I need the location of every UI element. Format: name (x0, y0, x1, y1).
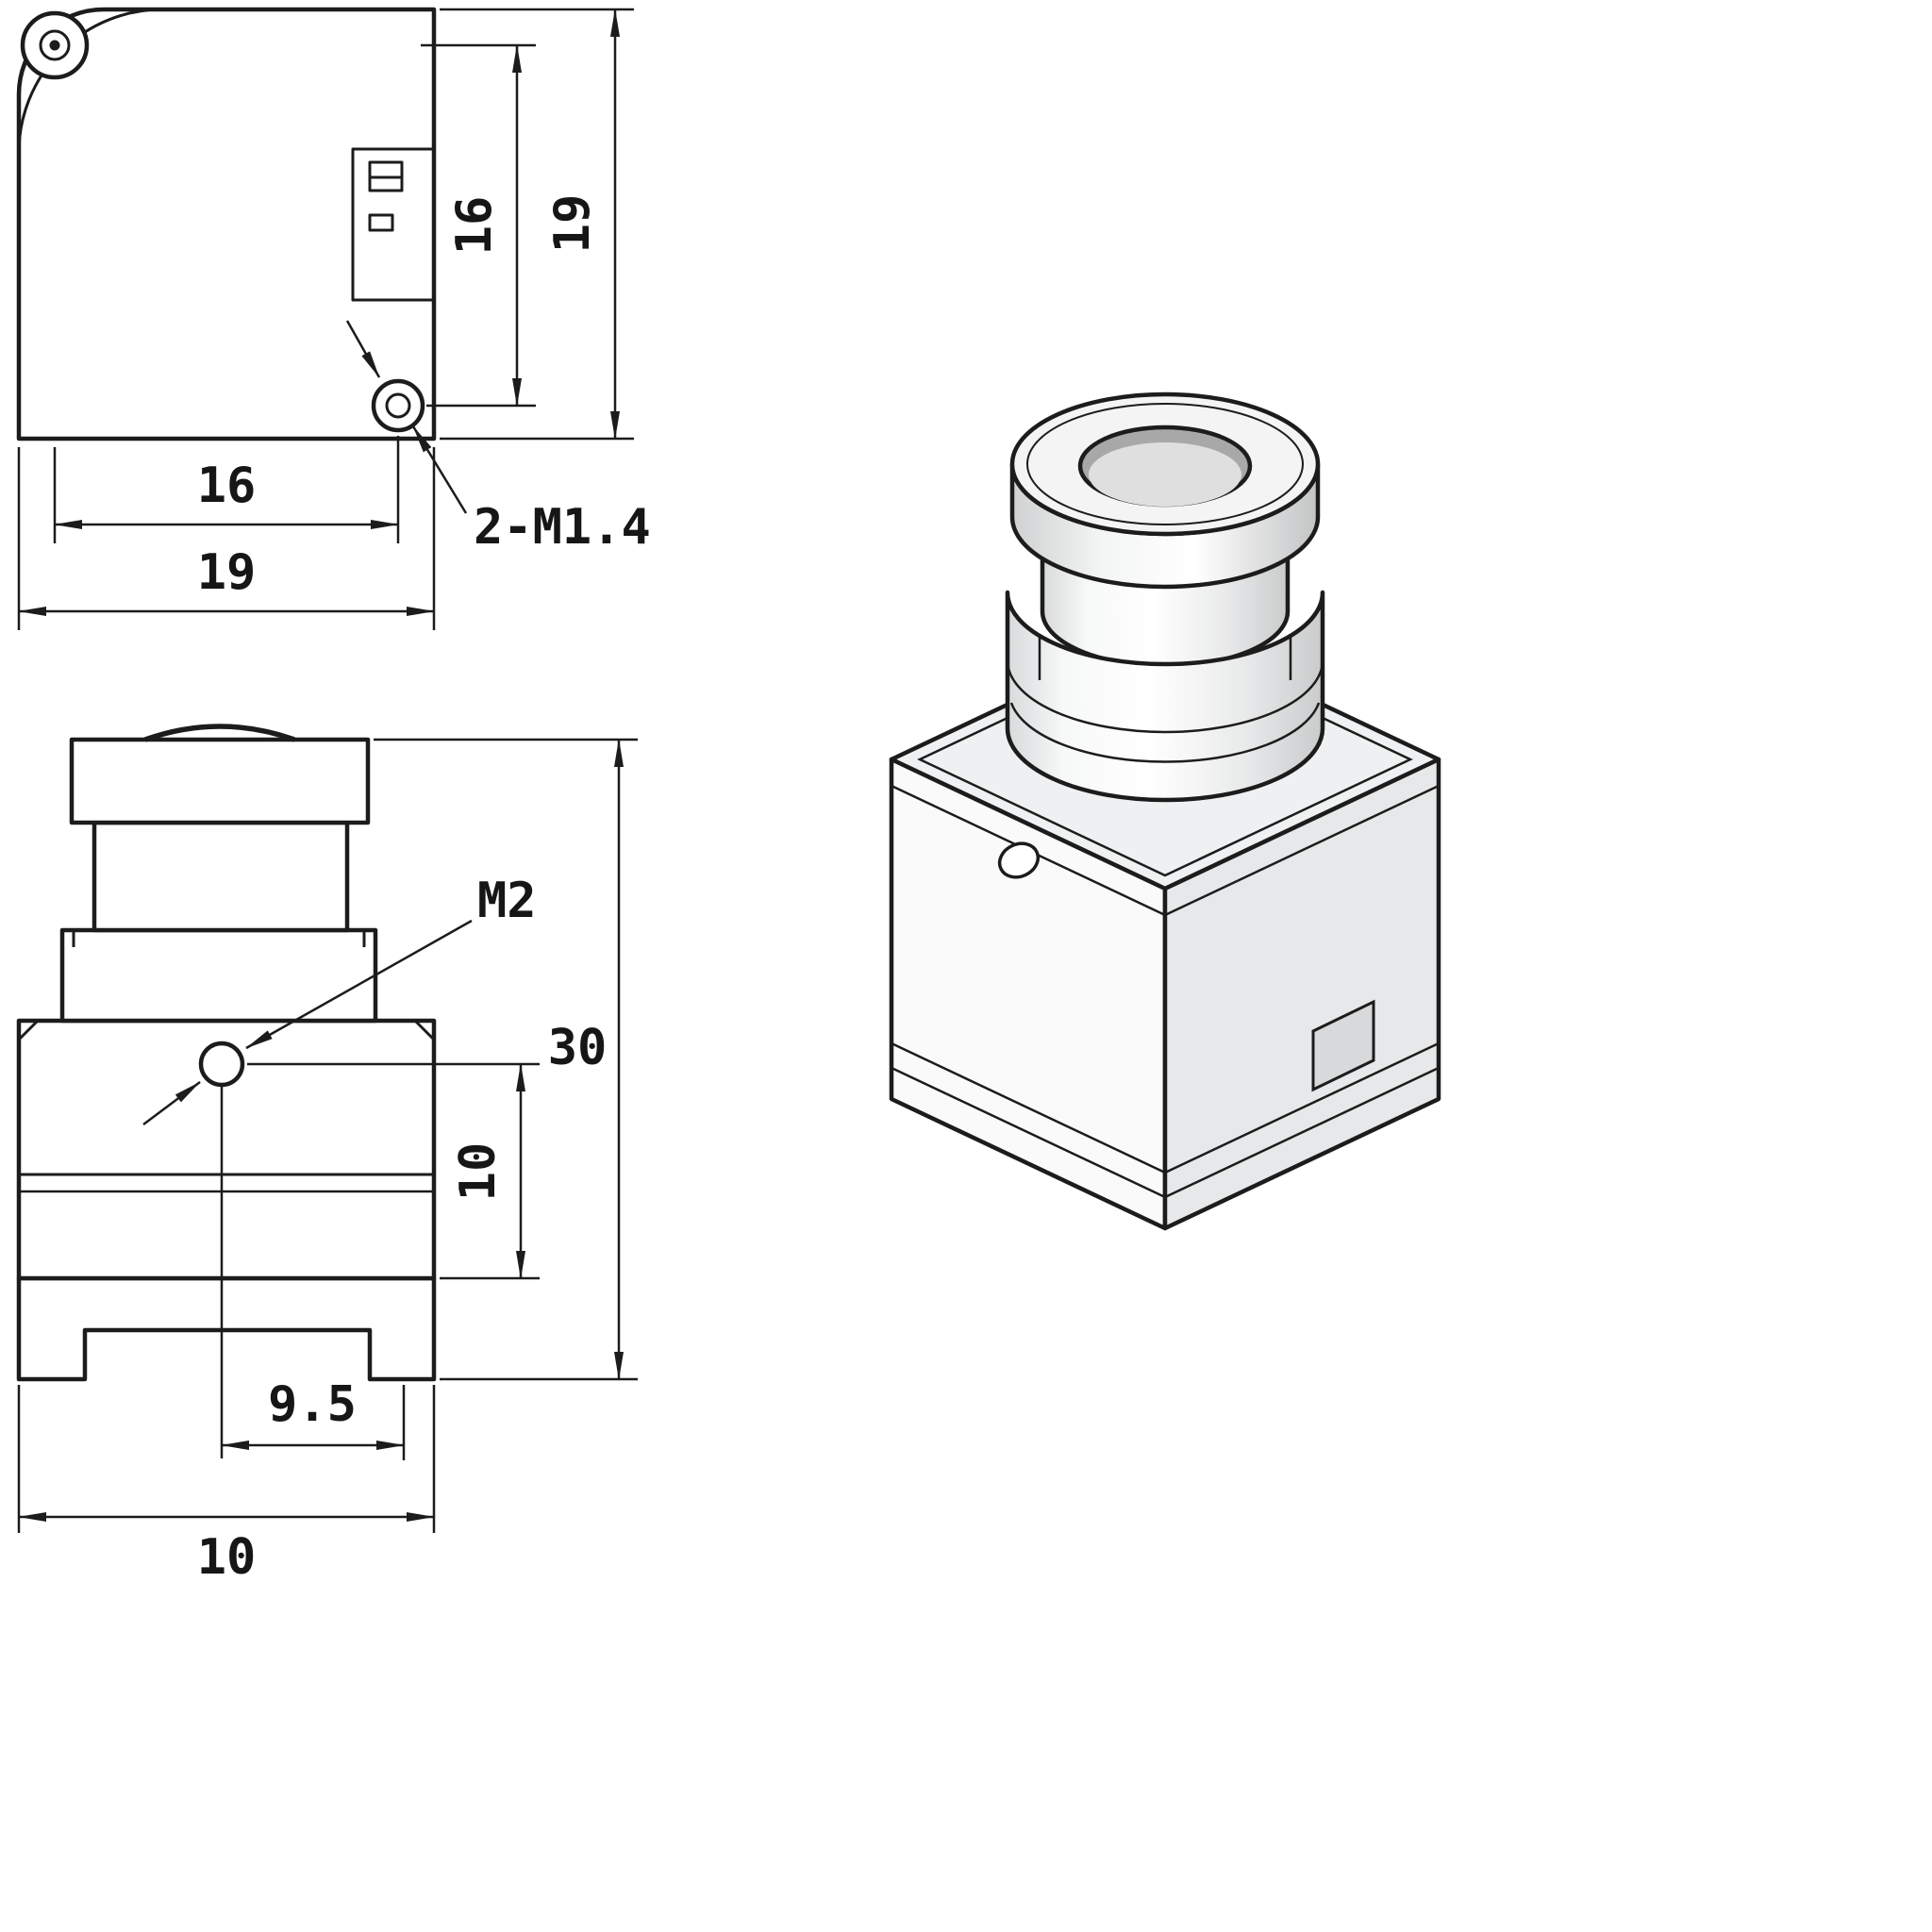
cube-chamfer-right (1164, 784, 1440, 917)
lens-hood (69, 737, 371, 825)
cube-right-face (1162, 757, 1441, 1231)
barrel-step-line-2 (1009, 702, 1321, 763)
dim-label-10-horizontal: 10 (197, 1529, 257, 1586)
m2-leader-lower (142, 1081, 201, 1125)
body-chamfer-right (413, 1019, 436, 1041)
m2-hole (198, 1041, 245, 1088)
lens-mount-step (59, 927, 378, 1024)
side-screw-hole (997, 841, 1041, 879)
m2-leader-upper (245, 919, 473, 1050)
top-view: 2-M1.4 16 19 16 19 (16, 7, 651, 630)
thread-leader-arrow (345, 320, 381, 378)
lens-glass-arc (144, 724, 295, 742)
screw-hole-inner (39, 29, 71, 61)
body-chamfer-left (17, 1019, 40, 1041)
base-notch-right (1311, 999, 1375, 1092)
front-view: M2 30 10 9.5 10 (16, 724, 638, 1586)
dim-label-9-5: 9.5 (268, 1376, 357, 1433)
isometric-view (889, 391, 1441, 1231)
lens-barrel (92, 820, 350, 933)
top-view-body-outline (16, 7, 437, 441)
base-band-right-2 (1164, 1066, 1440, 1199)
screw-hole-center (49, 40, 60, 51)
connector-cutout (351, 147, 432, 302)
lens-bore-floor (1089, 442, 1241, 507)
dim-label-10-vertical: 10 (450, 1142, 507, 1202)
connector-pin-2 (368, 213, 394, 232)
lens-ring-rim-line (1026, 403, 1304, 525)
base-band-right-1 (1164, 1041, 1440, 1174)
thread-callout-label: 2-M1.4 (474, 499, 651, 556)
thread-leader-line (411, 425, 468, 514)
base-block (16, 1275, 437, 1382)
dim-label-16-vertical: 16 (446, 196, 503, 256)
m2-callout-label: M2 (477, 873, 537, 929)
dim-label-30: 30 (548, 1020, 608, 1076)
base-band-left-2 (891, 1066, 1166, 1199)
barrel-step-line-1 (1006, 659, 1324, 734)
thread-hole-outer (371, 378, 425, 433)
dim-label-19-vertical: 19 (544, 194, 601, 254)
dim-label-16-horizontal: 16 (197, 458, 257, 514)
base-band-left-1 (891, 1041, 1166, 1174)
dim-label-19-horizontal: 19 (197, 544, 257, 601)
lens-barrel-3d (1005, 590, 1325, 803)
thread-hole-inner (385, 392, 411, 419)
